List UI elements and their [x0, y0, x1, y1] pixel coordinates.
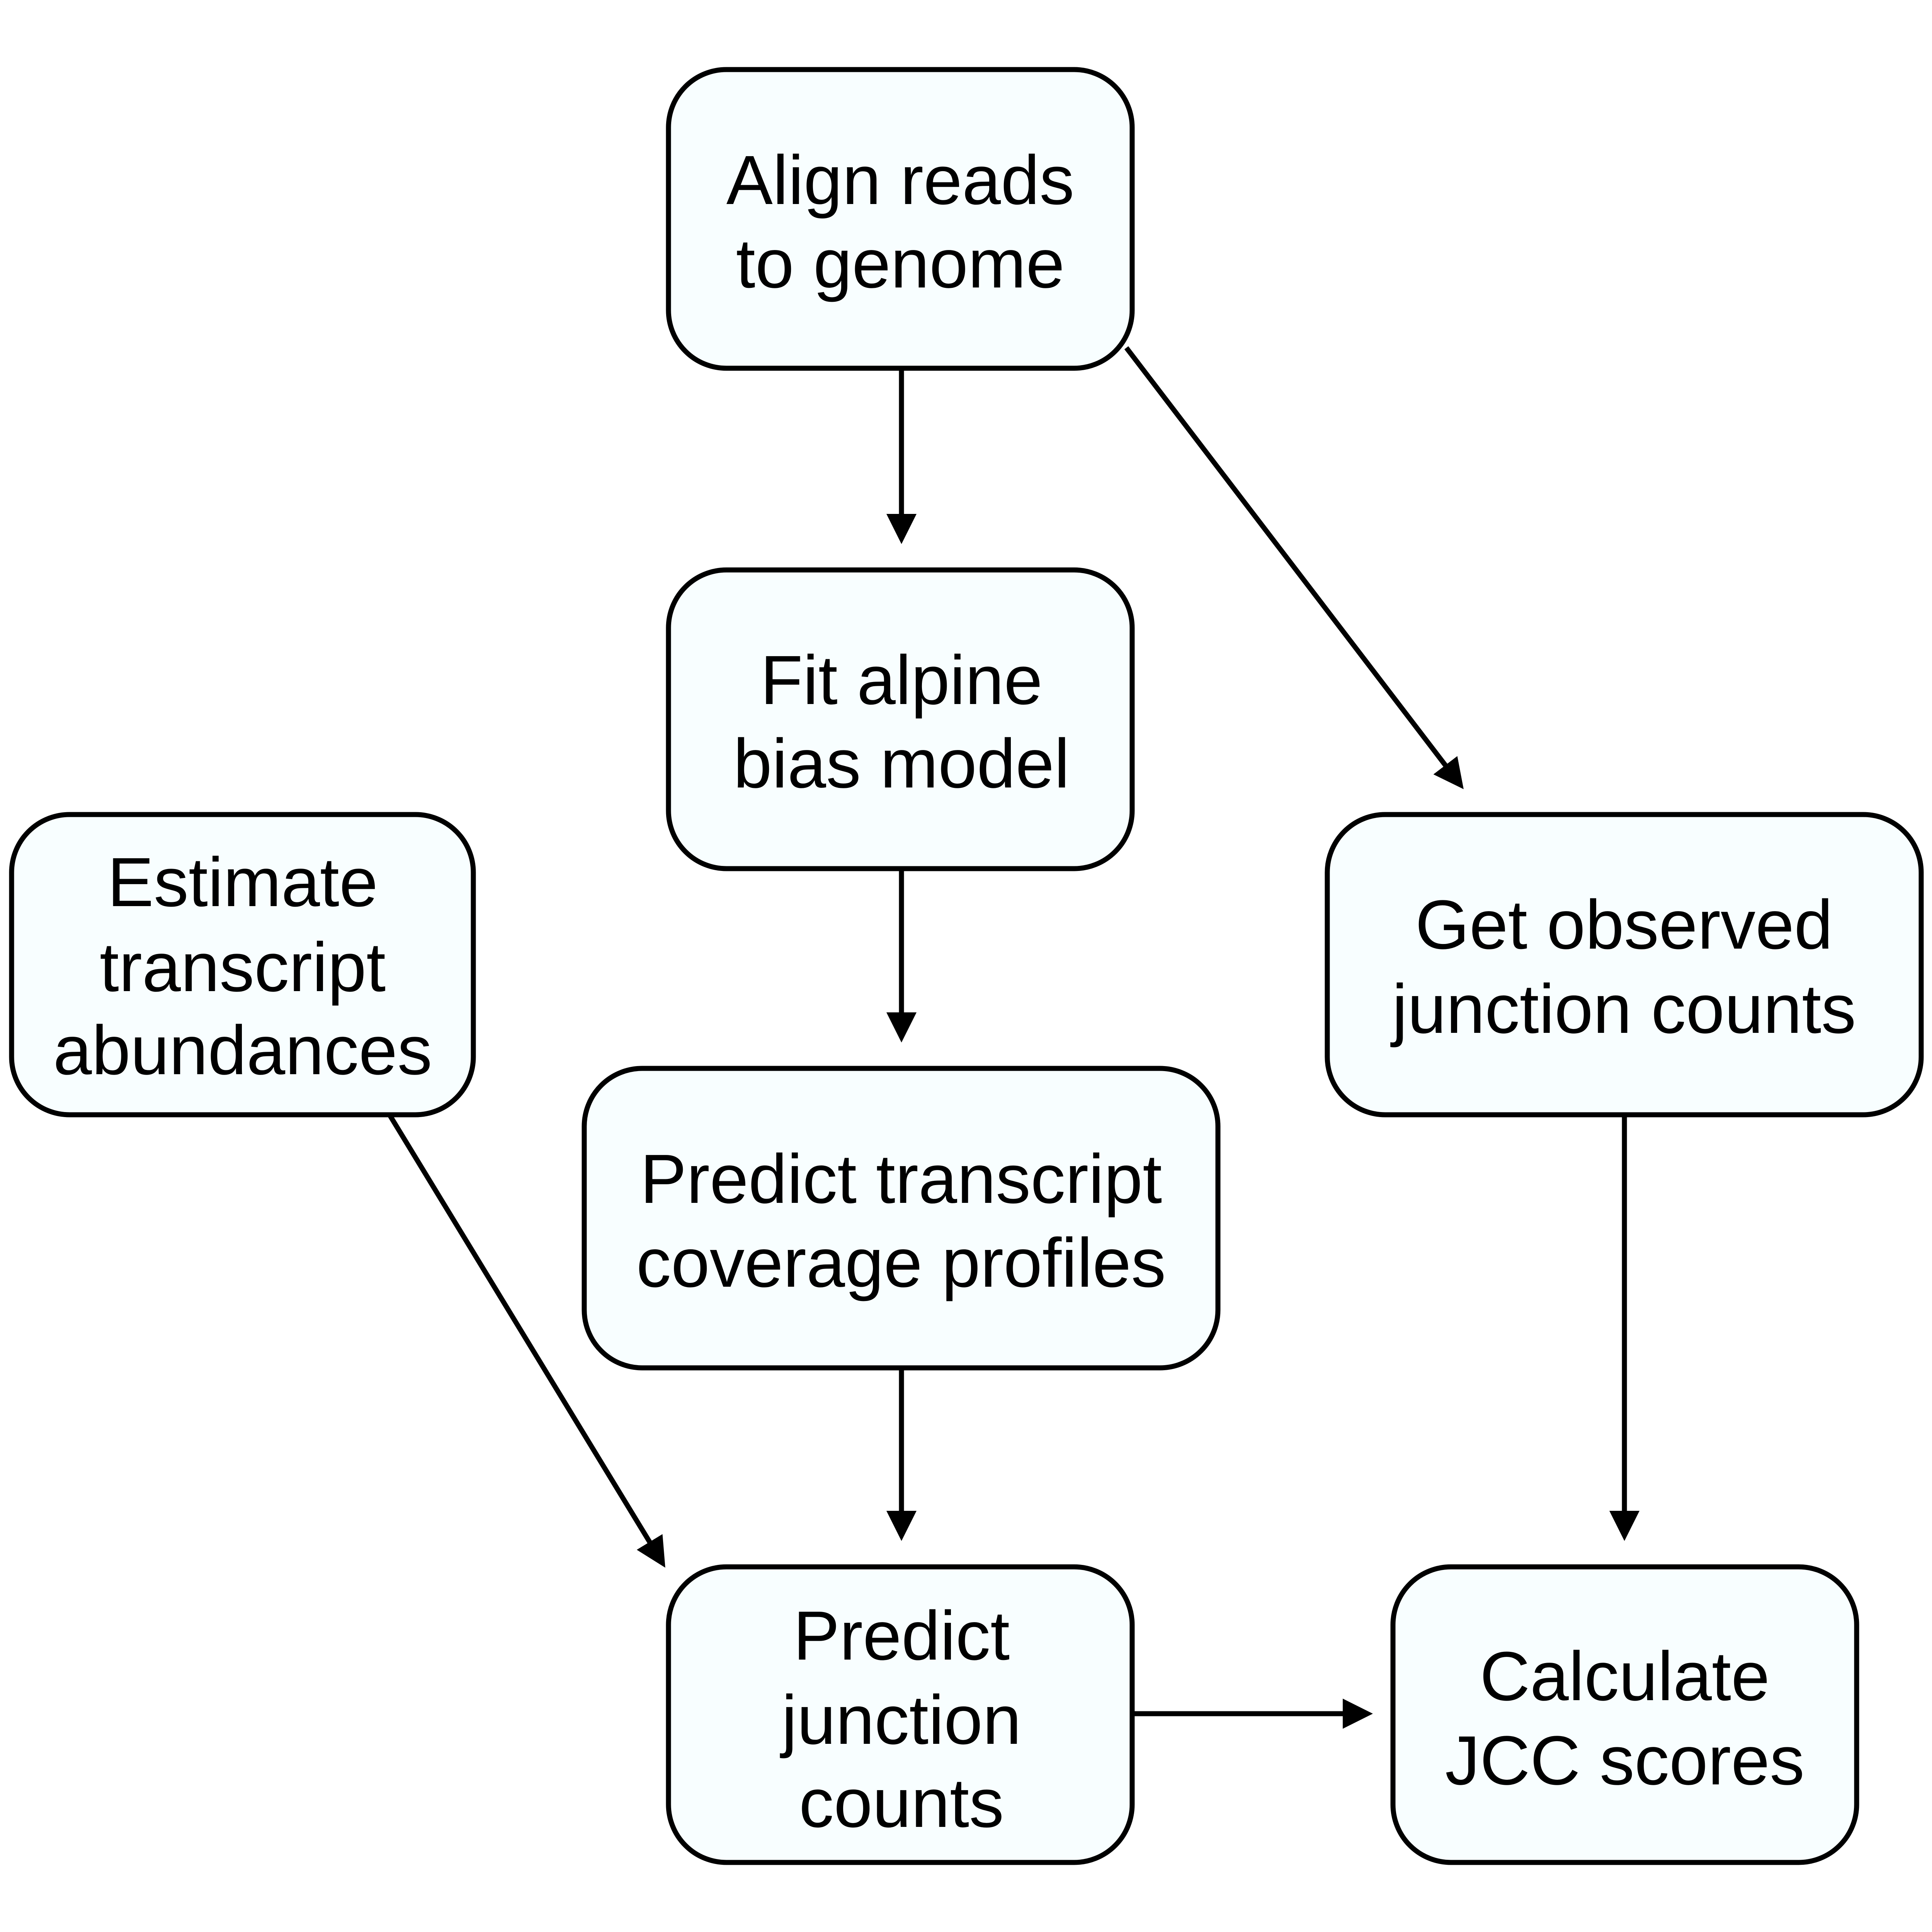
edges [387, 346, 1639, 1729]
node-align-reads: Align reads to genome [666, 67, 1135, 371]
node-label-line: to genome [736, 225, 1065, 303]
node-box [666, 567, 1135, 871]
node-label-line: JCC scores [1445, 1722, 1804, 1799]
node-label-line: coverage profiles [636, 1224, 1166, 1302]
node-box [582, 1066, 1221, 1371]
node-label-line: Estimate [107, 844, 378, 921]
node-label-line: junction counts [1390, 970, 1856, 1048]
node-fit-alpine: Fit alpine bias model [666, 567, 1135, 871]
node-label-line: abundances [53, 1012, 432, 1089]
node-label-line: Predict transcript [640, 1140, 1162, 1218]
node-label-line: Align reads [726, 141, 1075, 219]
node-box [666, 1564, 1135, 1865]
node-label-line: Predict [793, 1597, 1010, 1675]
node-calculate-jcc: Calculate JCC scores [1390, 1564, 1859, 1865]
node-predict-junction: Predict junction counts [666, 1564, 1135, 1865]
node-box [1325, 812, 1924, 1117]
node-label-line: Get observed [1415, 886, 1833, 964]
node-box [666, 67, 1135, 371]
edge-align-to-observed [1124, 346, 1464, 789]
node-box [9, 812, 476, 1117]
node-predict-coverage: Predict transcript coverage profiles [582, 1066, 1221, 1371]
node-label-line: transcript [100, 929, 386, 1006]
node-label-line: counts [799, 1764, 1004, 1842]
node-label-line: junction [780, 1681, 1021, 1759]
node-label-line: Fit alpine [760, 641, 1043, 719]
node-label-line: bias model [733, 725, 1070, 803]
node-box [1390, 1564, 1859, 1865]
node-observed-counts: Get observed junction counts [1325, 812, 1924, 1117]
node-estimate-abundances: Estimate transcript abundances [9, 812, 476, 1117]
edge-estimate-to-predict-junction [387, 1113, 665, 1568]
node-label-line: Calculate [1480, 1638, 1770, 1715]
